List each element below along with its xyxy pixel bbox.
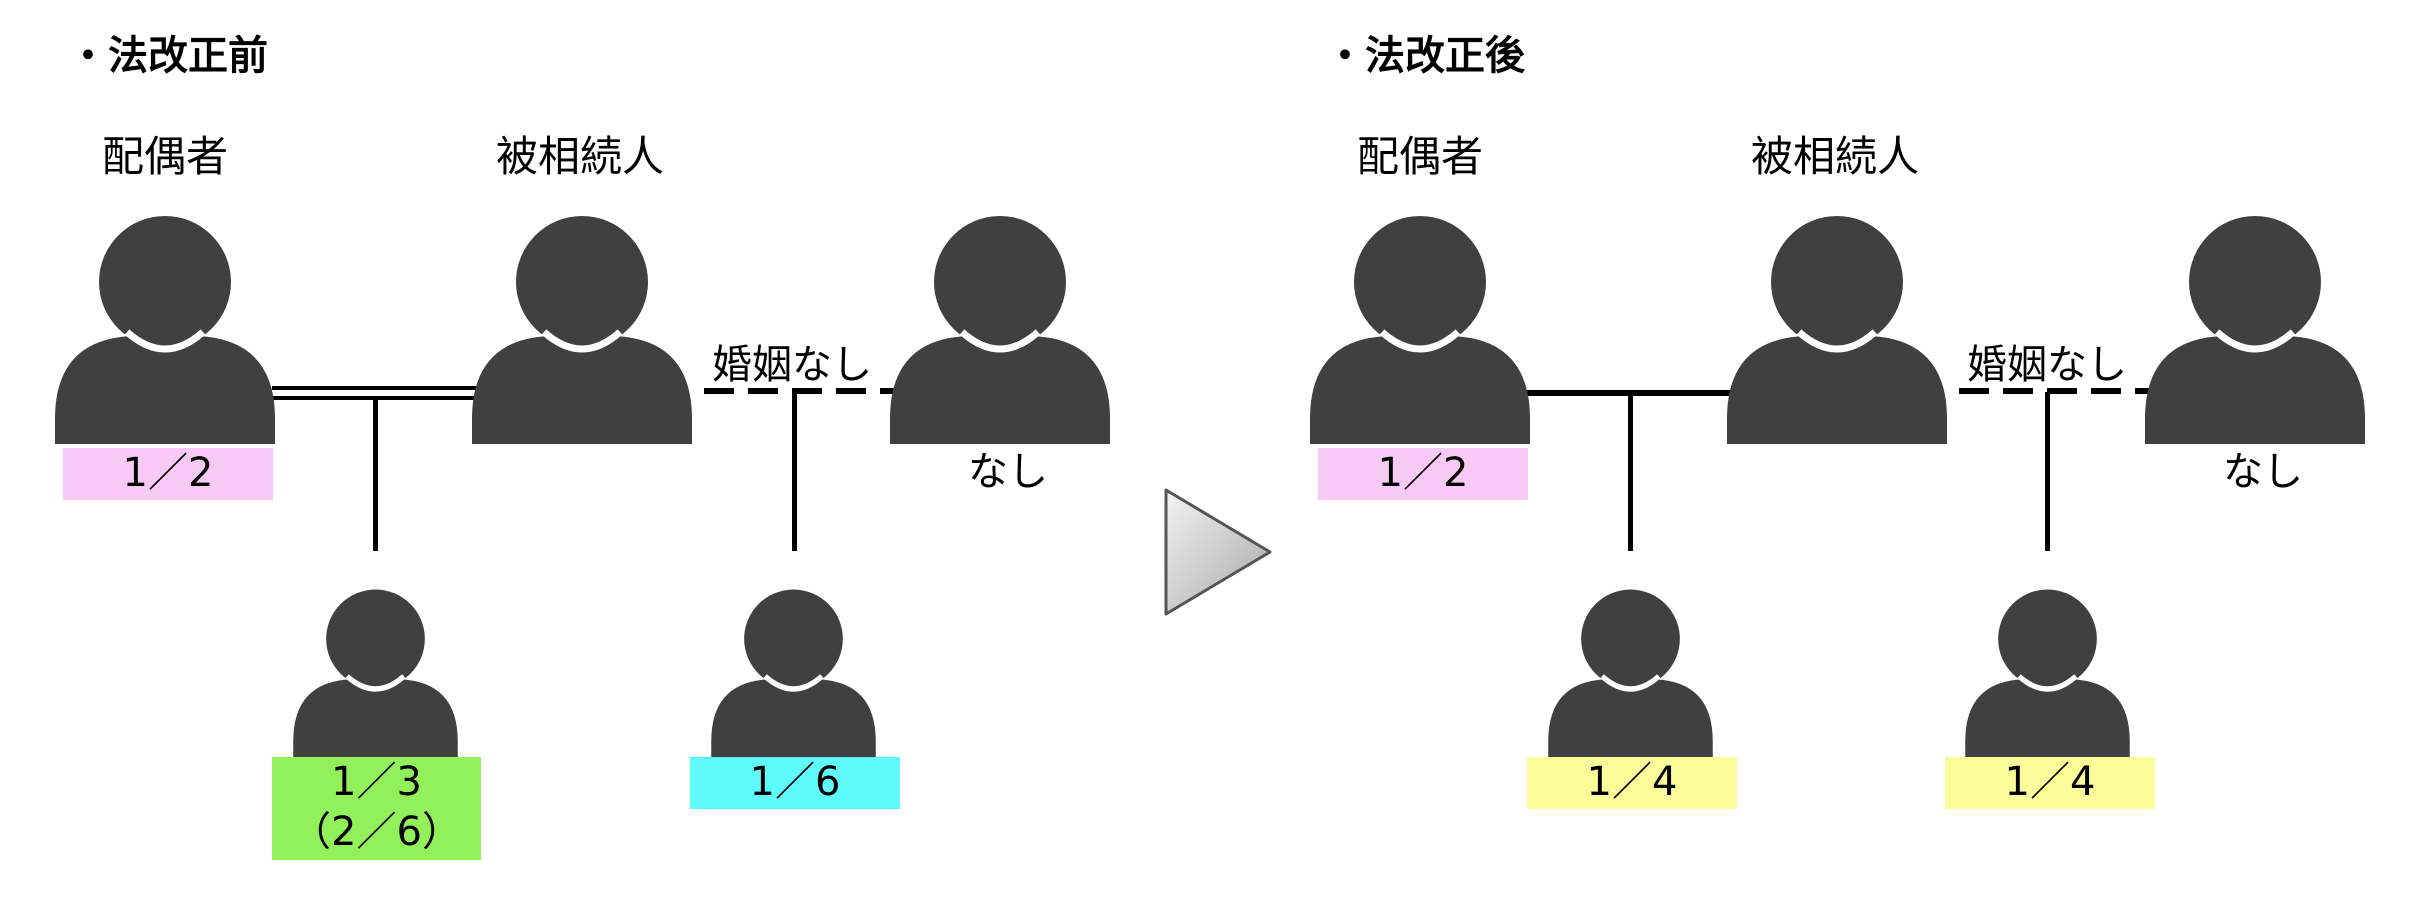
before-nonmarital-child-line <box>792 392 797 551</box>
after-marriage-line <box>1527 390 1739 396</box>
before-partner-share: なし <box>968 449 1048 495</box>
after-legit-child-share: 1／4 <box>1527 757 1737 809</box>
after-panel: ・法改正後 配偶者 被相続人 婚姻なし <box>1255 0 2413 897</box>
before-spouse-label: 配偶者 <box>102 132 229 181</box>
person-icon <box>2145 216 2365 444</box>
before-legit-child-share: 1／3 <box>331 759 422 805</box>
person-icon <box>1548 589 1713 760</box>
before-marriage-line-top <box>272 386 484 390</box>
before-no-marriage-label: 婚姻なし <box>710 342 874 388</box>
before-spouse-share: 1／2 <box>63 448 273 500</box>
before-marriage-line-bottom <box>272 396 484 400</box>
before-title: ・法改正前 <box>68 33 268 79</box>
person-icon <box>472 216 692 444</box>
person-icon <box>55 216 275 444</box>
after-legit-child-line <box>1628 392 1633 551</box>
person-icon <box>890 216 1110 444</box>
person-icon <box>711 589 876 760</box>
before-panel: ・法改正前 配偶者 被相続人 婚姻なし <box>0 0 1206 897</box>
after-no-marriage-label: 婚姻なし <box>1965 342 2129 388</box>
before-legit-child-line <box>373 397 378 551</box>
before-no-marriage-dashed-line <box>704 388 905 394</box>
after-spouse-label: 配偶者 <box>1357 132 1484 181</box>
after-spouse-share: 1／2 <box>1318 448 1528 500</box>
person-icon <box>1965 589 2130 760</box>
after-nonmarital-child-line <box>2045 392 2050 551</box>
before-legit-child-share-sub: （2／6） <box>291 809 462 855</box>
person-icon <box>1727 216 1947 444</box>
after-title: ・法改正後 <box>1325 33 1525 79</box>
person-icon <box>293 589 458 760</box>
after-nonmarital-child-share: 1／4 <box>1945 757 2155 809</box>
person-icon <box>1310 216 1530 444</box>
triangle-arrow-icon <box>1164 488 1272 616</box>
before-nonmarital-child-share: 1／6 <box>690 757 900 809</box>
before-decedent-label: 被相続人 <box>496 132 665 181</box>
before-legit-child-share-box: 1／3 （2／6） <box>272 757 481 860</box>
after-no-marriage-dashed-line <box>1959 388 2160 394</box>
after-partner-share: なし <box>2223 449 2303 495</box>
after-decedent-label: 被相続人 <box>1751 132 1920 181</box>
